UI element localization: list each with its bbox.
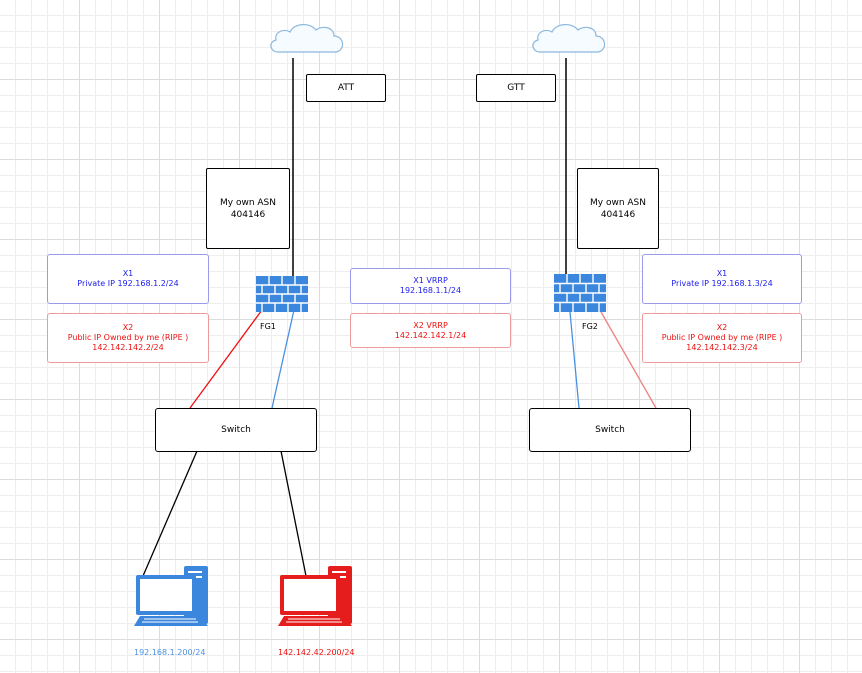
- switch-right-label: Switch: [595, 425, 625, 435]
- host-red-ip-label: 142.142.42.200/24: [278, 648, 355, 657]
- att-cloud-icon: [270, 24, 344, 53]
- vrrp-x1-ip: 192.168.1.1/24: [399, 286, 462, 295]
- fg1-x1-info-box: X1 Private IP 192.168.1.2/24: [47, 254, 209, 304]
- fg1-x1-title: X1: [122, 269, 134, 278]
- fg2-x1-ip: Private IP 192.168.1.3/24: [671, 279, 773, 288]
- fg1-x2-ip: 142.142.142.2/24: [92, 343, 164, 352]
- switch-red-host-line: [280, 450, 307, 577]
- asn-left-line2: 404146: [230, 209, 266, 220]
- fg2-x1-switch-line: [569, 311, 580, 409]
- vrrp-x2-info-box: X2 VRRP 142.142.142.1/24: [350, 313, 511, 348]
- isp-label-gtt-text: GTT: [507, 83, 525, 93]
- isp-label-gtt: GTT: [476, 74, 556, 102]
- fg1-x1-ip: Private IP 192.168.1.2/24: [77, 279, 179, 288]
- fg2-x2-title: X2: [716, 323, 728, 332]
- vrrp-x1-info-box: X1 VRRP 192.168.1.1/24: [350, 268, 511, 304]
- isp-label-att-text: ATT: [337, 83, 355, 93]
- asn-box-right: My own ASN 404146: [577, 168, 659, 249]
- fg1-label: FG1: [260, 322, 276, 331]
- asn-right-line2: 404146: [600, 209, 636, 220]
- asn-left-line1: My own ASN: [220, 197, 276, 208]
- isp-label-att: ATT: [306, 74, 386, 102]
- vrrp-x1-title: X1 VRRP: [413, 276, 448, 285]
- firewall-fg1-icon: [256, 276, 308, 312]
- fg2-x2-desc: Public IP Owned by me (RIPE ): [661, 333, 783, 342]
- firewall-fg2-icon: [554, 274, 606, 312]
- host-red-computer-icon: [278, 566, 352, 626]
- fg1-x2-info-box: X2 Public IP Owned by me (RIPE ) 142.142…: [47, 313, 209, 363]
- switch-left: Switch: [155, 408, 317, 452]
- host-blue-computer-icon: [134, 566, 208, 626]
- fg1-x2-desc: Public IP Owned by me (RIPE ): [67, 333, 189, 342]
- host-blue-ip-label: 192.168.1.200/24: [134, 648, 206, 657]
- asn-box-left: My own ASN 404146: [206, 168, 290, 249]
- fg2-x2-info-box: X2 Public IP Owned by me (RIPE ) 142.142…: [642, 313, 802, 363]
- gtt-cloud-icon: [532, 24, 606, 53]
- switch-left-label: Switch: [221, 425, 251, 435]
- fg2-label: FG2: [582, 322, 598, 331]
- vrrp-x2-title: X2 VRRP: [413, 320, 448, 330]
- switch-right: Switch: [529, 408, 691, 452]
- fg1-x2-title: X2: [122, 323, 134, 332]
- fg2-x2-ip: 142.142.142.3/24: [686, 343, 758, 352]
- asn-right-line1: My own ASN: [590, 197, 646, 208]
- switch-blue-host-line: [142, 450, 198, 577]
- vrrp-x2-ip: 142.142.142.1/24: [394, 330, 467, 340]
- fg2-x1-title: X1: [716, 269, 728, 278]
- fg2-x1-info-box: X1 Private IP 192.168.1.3/24: [642, 254, 802, 304]
